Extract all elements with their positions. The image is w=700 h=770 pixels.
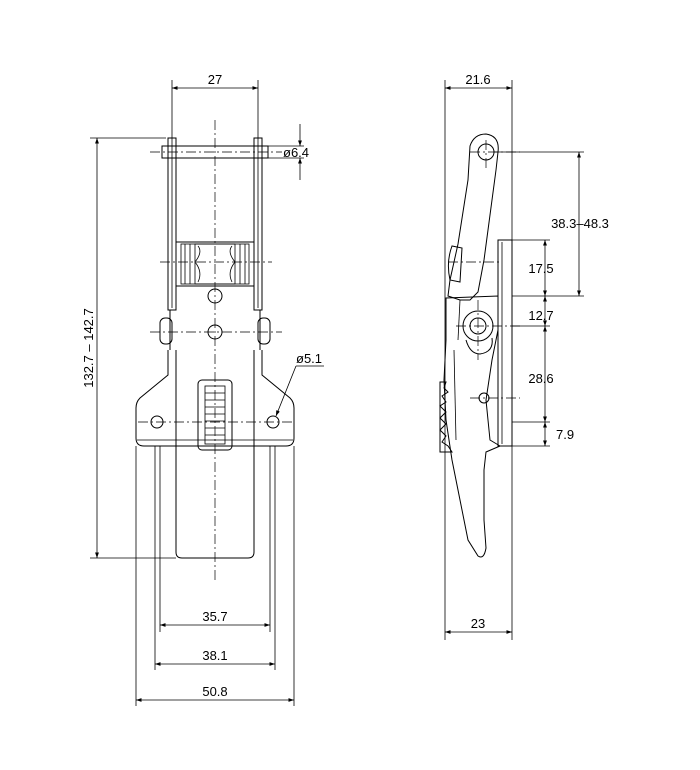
dim-label-35-7: 35.7 — [202, 609, 227, 624]
front-dim-overall-height: 132.7 – 142.7 — [81, 137, 176, 559]
side-dim-bottom-width: 23 — [445, 616, 512, 634]
dim-label-21-6: 21.6 — [465, 72, 490, 87]
side-grip-teeth — [439, 381, 453, 453]
dim-label-50-8: 50.8 — [202, 684, 227, 699]
dim-label-28-6: 28.6 — [528, 371, 553, 386]
side-lever-edge-b — [453, 349, 457, 441]
front-mount-hole-right — [266, 415, 280, 429]
side-dim-7-9: 7.9 — [500, 422, 574, 447]
front-pivot-lug-left — [159, 317, 173, 345]
side-dim-12-7: 12.7 — [512, 296, 554, 327]
side-lever-edge-a — [457, 299, 461, 341]
dim-label-17-5: 17.5 — [528, 261, 553, 276]
front-lever-body — [175, 350, 255, 559]
front-roller-block — [175, 241, 255, 287]
side-dim-28-6: 28.6 — [512, 326, 554, 423]
side-hook-arm — [447, 133, 499, 301]
front-dim-mount-hole: ø5.1 — [275, 351, 324, 417]
front-dim-width-inner: 35.7 — [159, 446, 271, 632]
dim-label-hole-5-1: ø5.1 — [296, 351, 322, 366]
front-top-pin — [161, 145, 269, 159]
dim-label-7-9: 7.9 — [556, 427, 574, 442]
front-dim-top-width: 27 — [171, 72, 259, 140]
front-dim-width-mid: 38.1 — [154, 446, 276, 670]
side-dim-top-width: 21.6 — [444, 72, 513, 640]
front-dim-top-hole: ø6.4 — [266, 124, 309, 180]
dim-label-12-7: 12.7 — [528, 308, 553, 323]
side-lever-body — [443, 295, 502, 558]
front-small-pin — [207, 288, 223, 304]
side-pivot-lug — [465, 337, 493, 355]
dim-label-38-1: 38.1 — [202, 648, 227, 663]
side-base-plate — [497, 239, 513, 447]
dim-label-27: 27 — [208, 72, 222, 87]
front-grip — [197, 379, 233, 451]
side-dim-17-5: 17.5 — [512, 239, 554, 296]
dim-label-throw: 38.3–48.3 — [551, 216, 609, 231]
side-dim-throw: 38.3–48.3 — [494, 151, 609, 297]
front-base-plate — [135, 350, 295, 447]
dim-label-hole-6-4: ø6.4 — [283, 145, 309, 160]
front-pivot-hole — [207, 324, 223, 340]
dim-label-height: 132.7 – 142.7 — [81, 308, 96, 388]
side-view: 21.6 38.3–48.3 17.5 12.7 28.6 — [439, 72, 609, 640]
front-dim-width-base: 50.8 — [135, 446, 295, 706]
side-roller — [447, 245, 463, 283]
front-pivot-lug-right — [257, 317, 271, 345]
front-view: 27 ø6.4 ø5.1 132.7 – 142.7 3 — [81, 72, 324, 706]
front-mount-hole-left — [150, 415, 164, 429]
dim-label-23: 23 — [471, 616, 485, 631]
